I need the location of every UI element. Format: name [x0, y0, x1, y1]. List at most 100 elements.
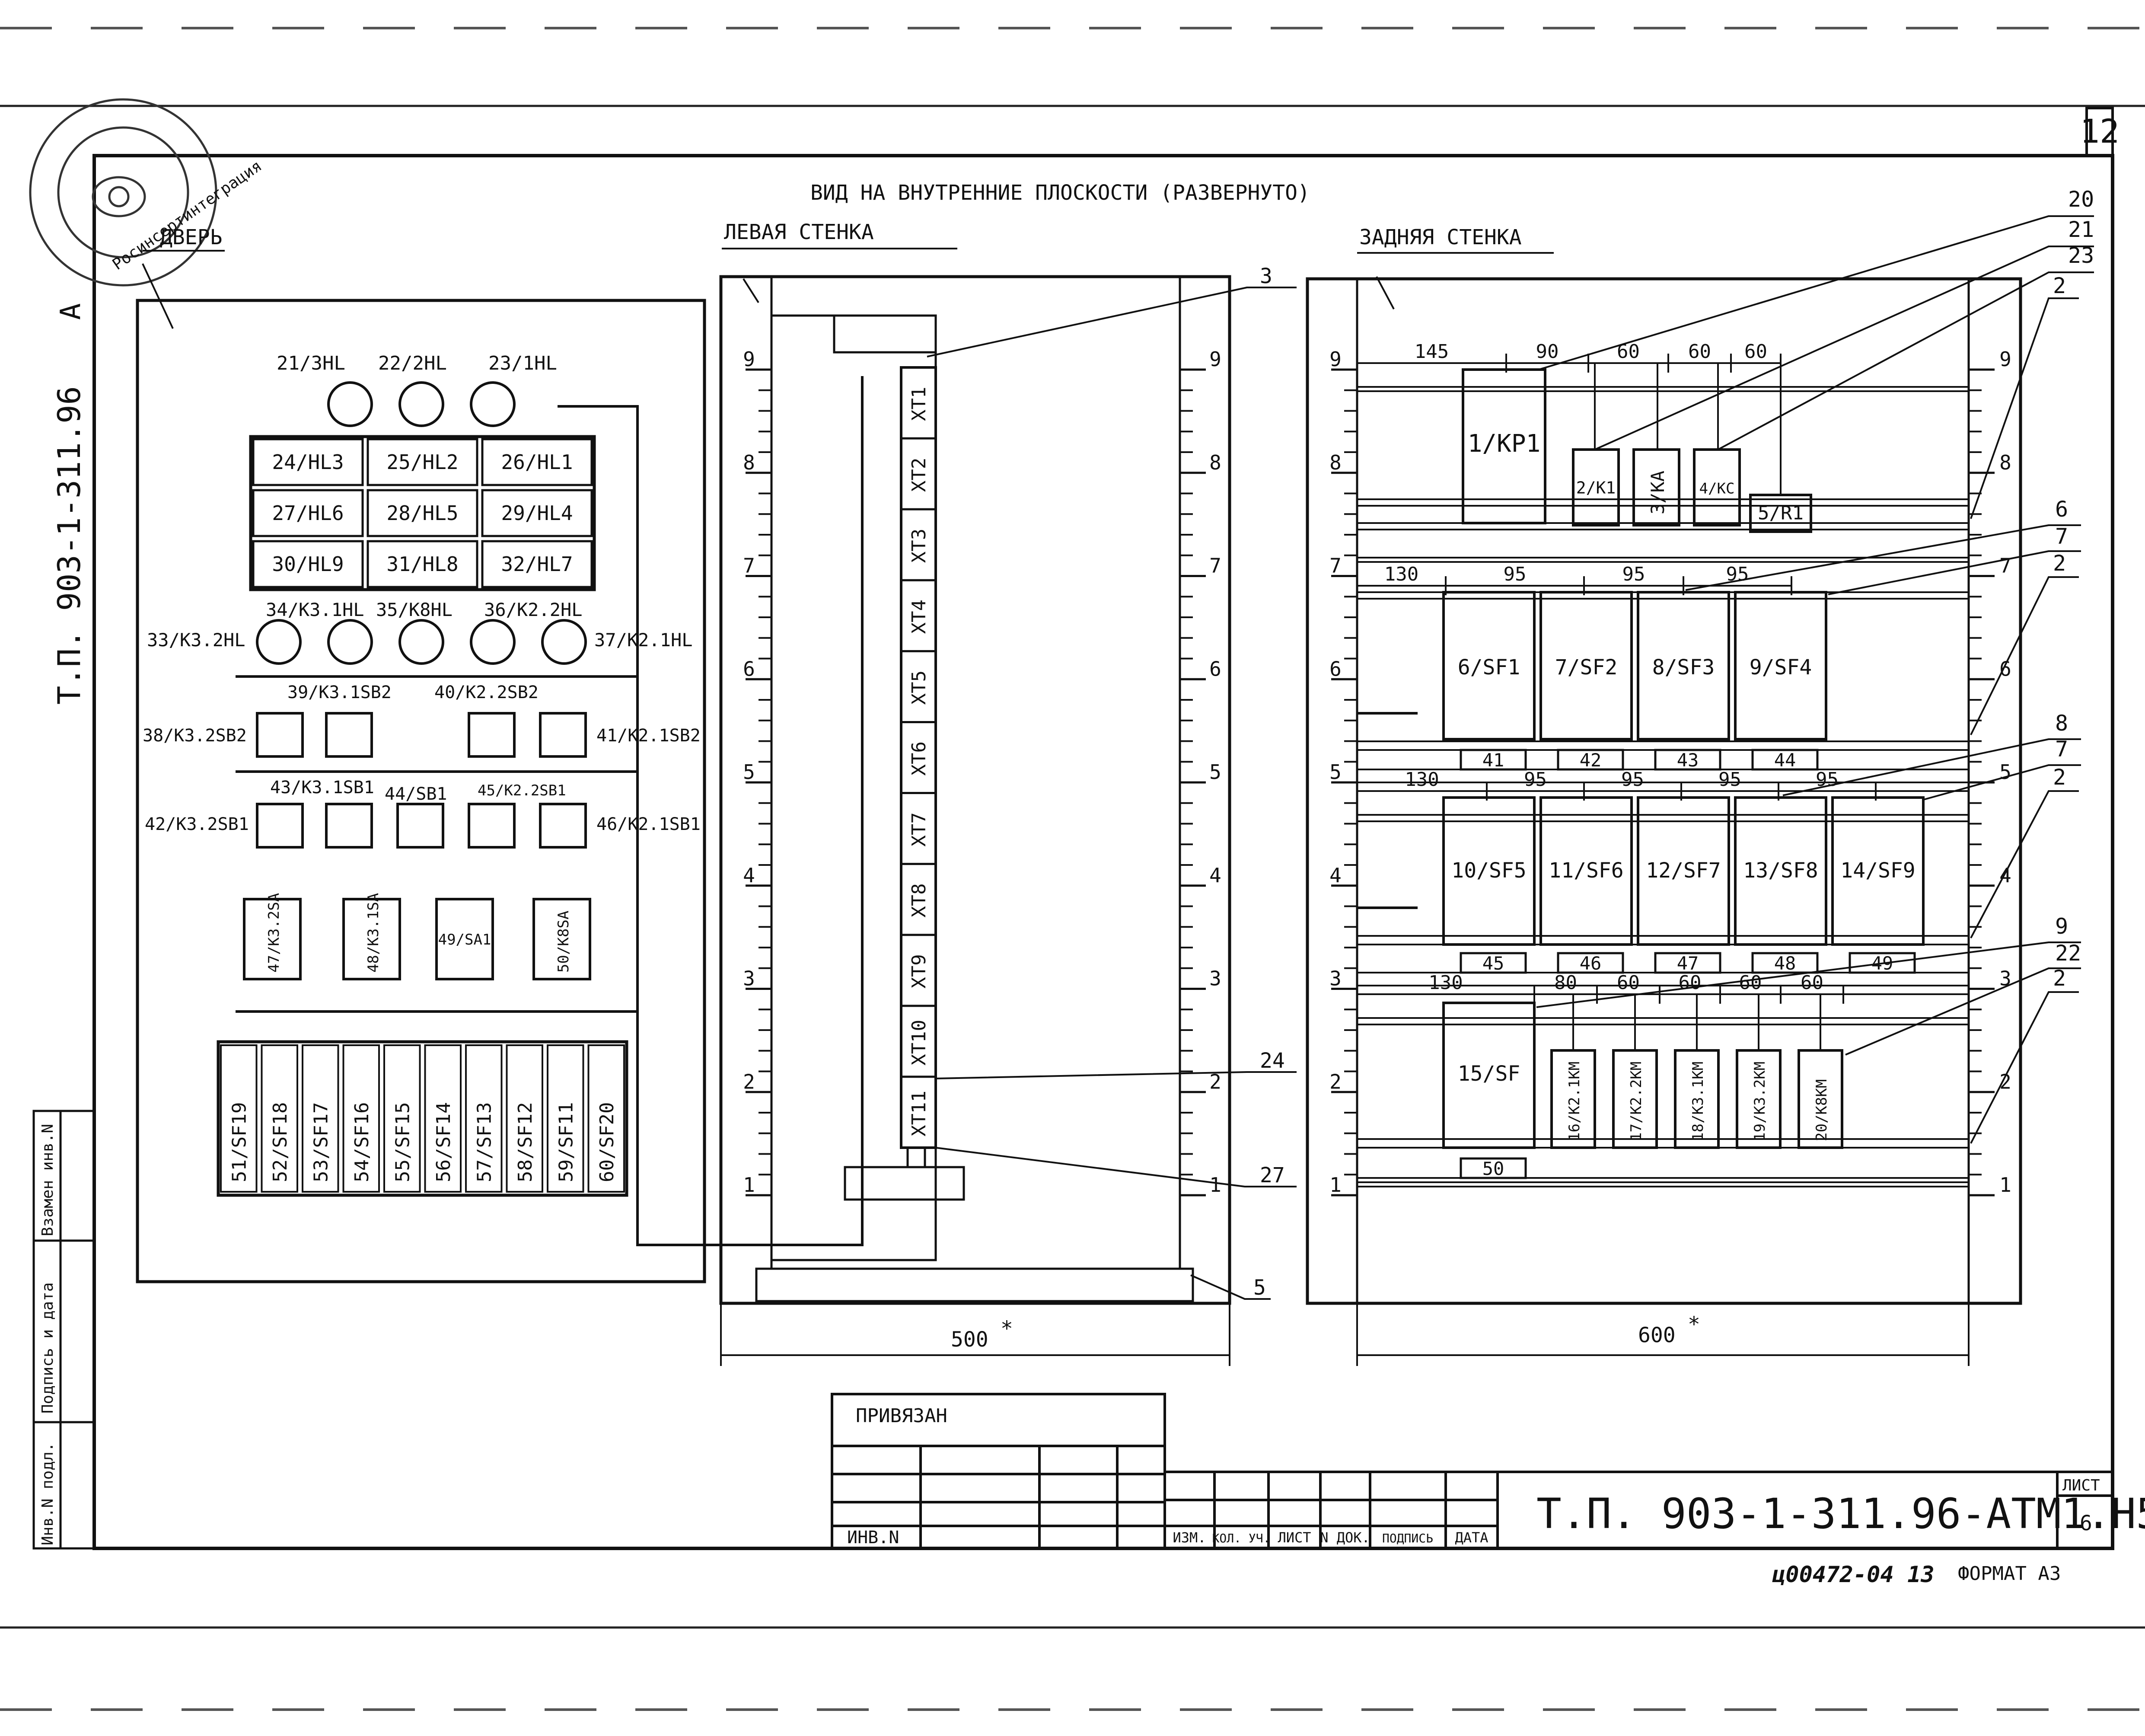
device-label: 12/SF7	[1646, 858, 1721, 883]
push-button	[468, 712, 516, 758]
strip-label-inv-orig: Инв.N подл.	[39, 1442, 57, 1545]
push-button	[539, 712, 587, 758]
sheet-number: 12	[2080, 112, 2120, 150]
dimension-value: 95	[1621, 769, 1644, 791]
device-label: 1/KP1	[1468, 430, 1541, 458]
breaker	[465, 1044, 503, 1193]
scale-label: 1	[1329, 1173, 1342, 1197]
lamp-label: 21/3HL	[277, 352, 345, 374]
breaker	[383, 1044, 421, 1193]
breaker-block-frame	[217, 1040, 628, 1197]
dimension-value: 60	[1617, 972, 1640, 994]
device-label: 7/SF2	[1555, 655, 1618, 680]
switch-label: 47/K3.2SA	[265, 893, 283, 973]
button-label-left: 38/K3.2SB2	[143, 726, 247, 746]
indicator-cell	[252, 489, 364, 537]
selector-switch	[243, 898, 302, 980]
callout-number: 8	[2055, 711, 2068, 736]
scale-label: 4	[1209, 864, 1221, 887]
device-label: 14/SF9	[1840, 858, 1915, 883]
indicator-label: 29/HL4	[501, 501, 573, 525]
device-label: 20/K8KM	[1813, 1079, 1830, 1141]
indicator-cell	[367, 489, 478, 537]
callout-leader	[1923, 764, 2081, 801]
dimension-value: 95	[1504, 563, 1527, 585]
breaker-module	[1442, 796, 1536, 946]
indicator-label: 27/HL6	[272, 501, 344, 525]
scale-label: 9	[1999, 348, 2011, 371]
scale-label: 7	[1999, 554, 2011, 578]
device-label: 5/R1	[1758, 502, 1804, 524]
indicator-cell	[481, 438, 593, 486]
terminal-label: XT8	[908, 883, 930, 917]
lamp-circle	[470, 381, 516, 427]
scale-label: 8	[743, 451, 755, 474]
marker-label: 43	[1677, 750, 1699, 771]
revision-column-header: КОЛ. УЧ.	[1212, 1531, 1271, 1545]
scale-label: 4	[743, 864, 755, 887]
left-callout-3: 3	[1260, 264, 1272, 288]
back-width-mark: *	[1688, 1312, 1700, 1337]
left-callout-27: 27	[1260, 1163, 1285, 1187]
back-wall-outline	[1306, 277, 2022, 1305]
breaker-module	[1637, 591, 1730, 740]
dimension-value: 95	[1718, 769, 1741, 791]
breaker-label: 55/SF15	[392, 1102, 414, 1182]
scale-label: 8	[1329, 451, 1342, 474]
terminal-label: XT2	[908, 458, 930, 492]
scale-label: 5	[743, 760, 755, 784]
footer-handwritten-number: ц00472-04 13	[1772, 1562, 1935, 1588]
device-label: 2/K1	[1576, 479, 1616, 498]
device	[1632, 448, 1680, 527]
button-label: 44/SB1	[385, 784, 447, 804]
lamp-label-left: 33/K3.2HL	[147, 629, 245, 651]
left-wall-structure	[755, 277, 1194, 1302]
push-button	[468, 803, 516, 849]
indicator-cell	[252, 438, 364, 486]
callout-number: 7	[2055, 524, 2068, 549]
lamp-circle	[327, 619, 373, 665]
callout-leader	[1718, 271, 2094, 450]
terminal-label: XT6	[908, 741, 930, 775]
breaker-label: 51/SF19	[228, 1102, 250, 1182]
door-panel	[136, 299, 706, 1283]
device-label: 19/K3.2KM	[1751, 1062, 1769, 1141]
lamp-circle	[398, 381, 444, 427]
lamp-circle	[398, 619, 444, 665]
indicator-label: 24/HL3	[272, 450, 344, 474]
callout-number: 21	[2068, 217, 2094, 242]
scale-label: 8	[1999, 451, 2011, 474]
indicator-cell	[481, 540, 593, 588]
breaker-label: 60/SF20	[596, 1102, 618, 1182]
callout-number: 7	[2055, 737, 2068, 762]
marker-tag	[1654, 952, 1721, 974]
device-label: 6/SF1	[1458, 655, 1520, 680]
breaker	[261, 1044, 298, 1193]
lamp-circle	[470, 619, 516, 665]
scale-label: 6	[743, 657, 755, 680]
callout-leader	[1536, 941, 2081, 1008]
left-width-mark: *	[1001, 1317, 1013, 1341]
strip-label-signature-date: Подпись и дата	[39, 1283, 57, 1414]
push-button	[256, 712, 304, 758]
marker-label: 41	[1482, 750, 1504, 771]
scale-label: 4	[1999, 864, 2011, 887]
scale-label: 9	[1209, 348, 1221, 371]
left-wall-label: ЛЕВАЯ СТЕНКА	[724, 220, 874, 244]
scale-label: 6	[1209, 657, 1221, 680]
push-button	[325, 803, 373, 849]
breaker	[506, 1044, 543, 1193]
sheet-value: 6	[2080, 1511, 2092, 1535]
indicator-label: 26/HL1	[501, 450, 573, 474]
button-label-right: 46/K2.1SB1	[596, 814, 701, 834]
device-label: 15/SF	[1458, 1062, 1520, 1086]
